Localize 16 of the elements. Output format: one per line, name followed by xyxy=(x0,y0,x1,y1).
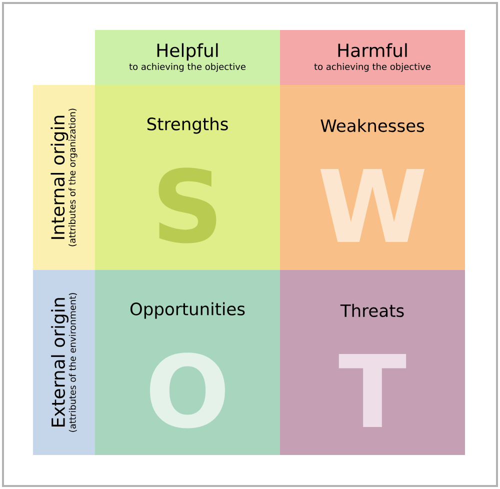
quadrant-title: Strengths xyxy=(147,117,228,134)
quadrant xyxy=(95,85,280,270)
quadrant-title: Weaknesses xyxy=(320,118,424,132)
quadrant xyxy=(280,85,465,270)
quadrant-title: Threats xyxy=(340,304,404,318)
big-letter: W xyxy=(320,169,425,242)
quadrant-title: Opportunities xyxy=(130,302,245,319)
column-header: Harmful to achieving the objective xyxy=(280,30,465,85)
big-letter: T xyxy=(338,354,406,427)
big-letter: O xyxy=(150,352,225,428)
big-letter: S xyxy=(158,168,216,244)
column-header: Helpful to achieving the objective xyxy=(95,30,280,85)
row-header: External origin (attributes of the environment) xyxy=(33,270,95,455)
quadrant xyxy=(280,270,465,455)
quadrant xyxy=(95,270,280,455)
row-header: Internal origin (attributes of the organization) xyxy=(33,85,95,270)
